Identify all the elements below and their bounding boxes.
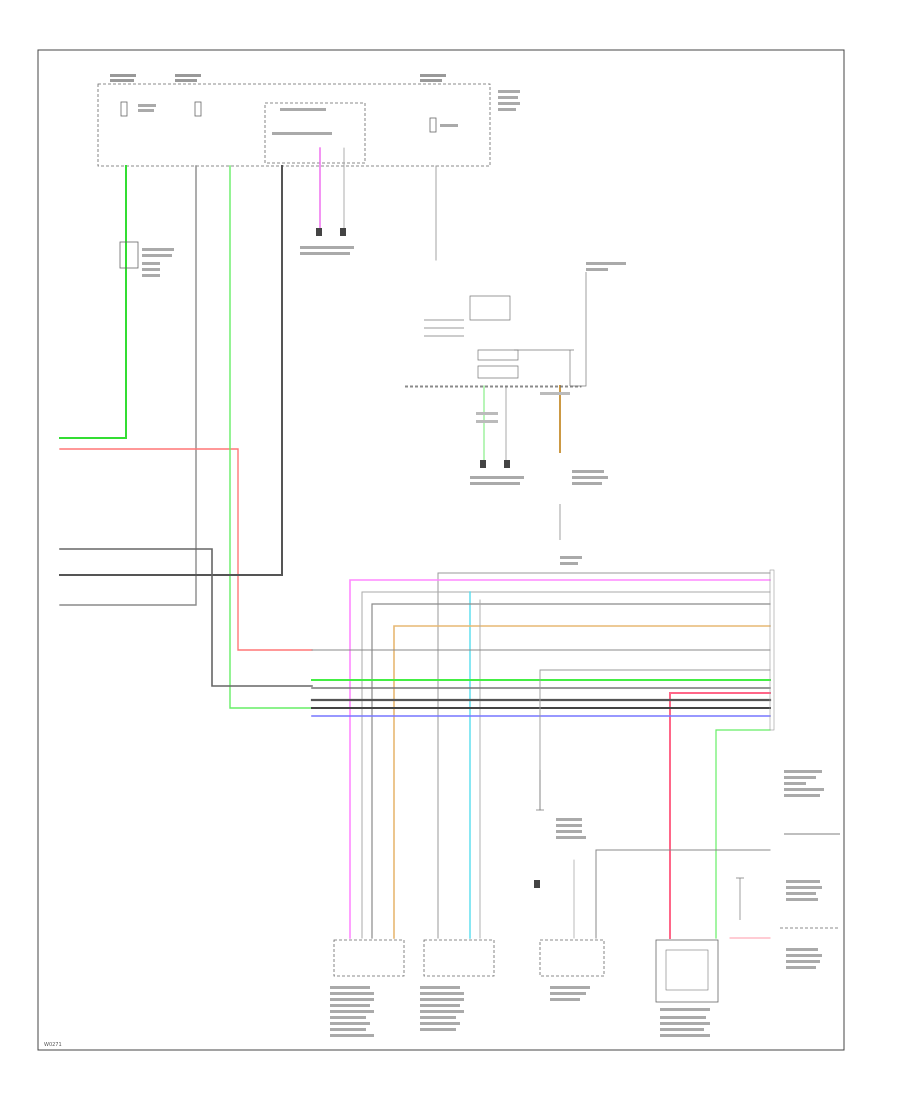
wire-pink	[349, 579, 771, 939]
wire-gray	[361, 591, 771, 939]
bottom-components	[330, 939, 719, 1037]
wire-darkgray	[59, 548, 313, 687]
right-module-labels	[736, 569, 840, 969]
fuse-symbol	[194, 101, 202, 117]
instrument-panel-subbox	[264, 102, 366, 164]
sensor-cluster-outline	[404, 385, 582, 388]
plug-pin	[480, 460, 486, 468]
wires	[59, 147, 772, 939]
wire-darkgray	[59, 165, 283, 576]
footer-code: W0271	[44, 1042, 62, 1048]
splice-labels	[536, 470, 608, 839]
plug-pin	[340, 228, 346, 236]
plug-connectors	[300, 228, 540, 888]
component-box-switch	[655, 939, 719, 1003]
wire-green	[59, 165, 127, 439]
wire-green	[229, 165, 313, 709]
junction-block	[97, 74, 520, 167]
connector-box	[119, 241, 139, 269]
wire-red	[59, 448, 313, 651]
plug-pin	[504, 460, 510, 468]
plug-pin	[316, 228, 322, 236]
wire-gray	[59, 165, 197, 606]
component-box-right	[539, 939, 605, 977]
fuse-symbol	[120, 101, 128, 117]
wire-gray	[595, 849, 771, 939]
fuse-symbol	[429, 117, 437, 133]
junction-block-outline	[97, 83, 491, 167]
wire-green	[715, 729, 771, 939]
left-connector	[119, 241, 174, 277]
plug-pin	[534, 880, 540, 888]
sensor-cluster	[404, 262, 626, 423]
wire-tan	[393, 625, 771, 939]
wire-red	[669, 692, 771, 939]
component-box-left	[333, 939, 405, 977]
wire-gray	[371, 603, 771, 939]
component-box-center	[423, 939, 495, 977]
wire-gray	[539, 669, 771, 811]
wire-gray	[437, 572, 771, 939]
outer-frame	[37, 49, 845, 1051]
